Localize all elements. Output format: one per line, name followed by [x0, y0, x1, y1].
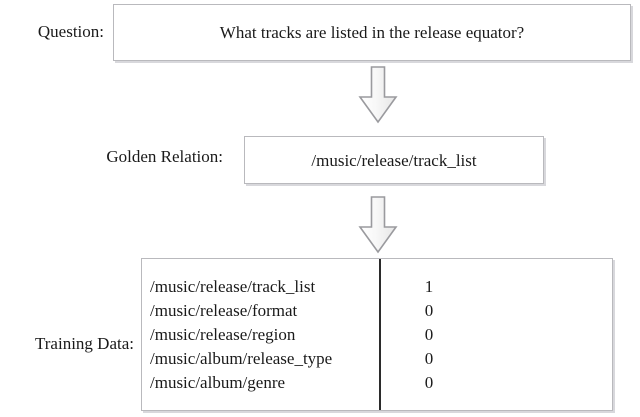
relation-cell: /music/album/release_type	[150, 349, 333, 368]
golden-relation-box: /music/release/track_list	[244, 136, 544, 184]
relation-cell: /music/album/genre	[150, 373, 286, 392]
training-data-row-label: Training Data:	[34, 334, 134, 353]
label-cell: 0	[424, 373, 434, 392]
table-row: /music/release/format 0	[142, 299, 612, 323]
golden-relation-text: /music/release/track_list	[311, 151, 477, 170]
training-data-table: /music/release/track_list 1/music/release…	[141, 258, 613, 411]
arrow-down-icon	[358, 66, 398, 124]
question-box: What tracks are listed in the release eq…	[113, 4, 631, 61]
relation-cell: /music/release/format	[150, 301, 298, 320]
table-row: /music/album/genre 0	[142, 371, 612, 395]
label-cell: 0	[424, 301, 434, 320]
label-cell: 0	[424, 349, 434, 368]
table-row: /music/album/release_type 0	[142, 347, 612, 371]
relation-cell: /music/release/region	[150, 325, 296, 344]
golden-relation-row-label: Golden Relation:	[106, 147, 223, 166]
label-cell: 1	[424, 277, 434, 296]
table-row: /music/release/track_list 1	[142, 275, 612, 299]
arrow-down-icon	[358, 196, 398, 254]
relation-cell: /music/release/track_list	[150, 277, 316, 296]
question-text: What tracks are listed in the release eq…	[219, 23, 525, 42]
training-data-rows: /music/release/track_list 1/music/release…	[142, 275, 612, 395]
label-cell: 0	[424, 325, 434, 344]
question-row-label: Question:	[37, 22, 104, 41]
table-row: /music/release/region 0	[142, 323, 612, 347]
table-column-divider	[379, 259, 381, 410]
